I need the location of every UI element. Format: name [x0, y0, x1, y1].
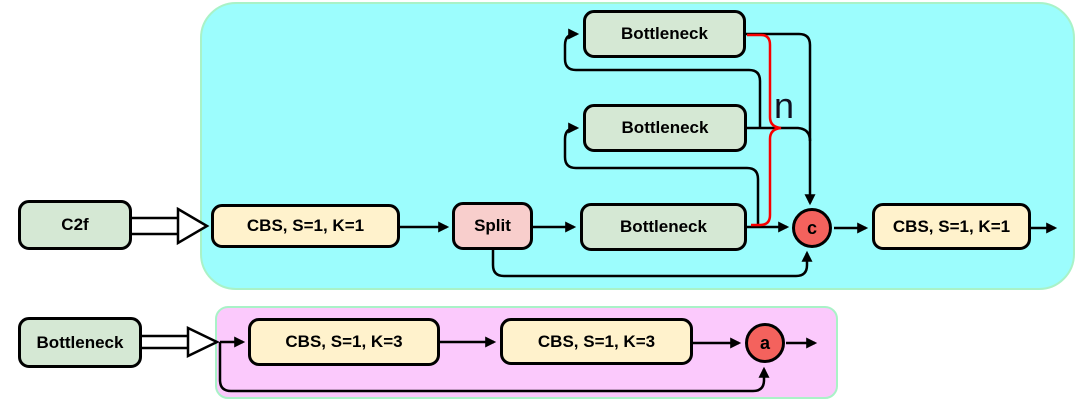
- node-label: CBS, S=1, K=3: [537, 331, 656, 351]
- node-cbs-out: CBS, S=1, K=1: [872, 203, 1031, 250]
- wire-loop-middle-to-top: [563, 28, 762, 128]
- node-bottleneck-middle: Bottleneck: [583, 104, 747, 152]
- node-label: Bottleneck: [621, 118, 709, 138]
- hollow-arrow-icon: [142, 326, 220, 358]
- node-label: CBS, S=1, K=1: [246, 216, 365, 236]
- node-c2f-label: C2f: [18, 200, 132, 250]
- hollow-arrow-icon: [132, 206, 210, 246]
- node-bottleneck-module-label: Bottleneck: [18, 317, 142, 368]
- node-label: C2f: [61, 215, 89, 235]
- repeat-count-label: n: [774, 85, 795, 126]
- concat-op-circle: c: [792, 208, 832, 248]
- node-bottleneck-bottom: Bottleneck: [580, 203, 747, 251]
- wire-skip-connection: [218, 342, 770, 393]
- wire-middle-join: [747, 126, 812, 142]
- add-op-circle: a: [745, 323, 785, 363]
- node-cbs-in: CBS, S=1, K=1: [211, 204, 400, 248]
- node-label: Bottleneck: [620, 217, 707, 237]
- node-label: Bottleneck: [621, 24, 708, 44]
- op-label: a: [759, 332, 770, 353]
- node-label: Bottleneck: [36, 332, 124, 352]
- node-cbs2-k3: CBS, S=1, K=3: [500, 318, 693, 365]
- node-bottleneck-top: Bottleneck: [583, 10, 746, 58]
- node-label: Split: [474, 216, 511, 236]
- wire-split-bypass: [491, 250, 813, 278]
- wire-loop-bottom-to-middle: [563, 122, 760, 227]
- op-label: c: [806, 217, 817, 238]
- node-split: Split: [452, 202, 533, 250]
- wire-top-to-concat: [746, 32, 816, 206]
- node-label: CBS, S=1, K=1: [892, 216, 1011, 236]
- node-label: CBS, S=1, K=3: [285, 332, 403, 352]
- node-cbs1-k3: CBS, S=1, K=3: [248, 318, 440, 366]
- repeat-bracket: [747, 33, 782, 227]
